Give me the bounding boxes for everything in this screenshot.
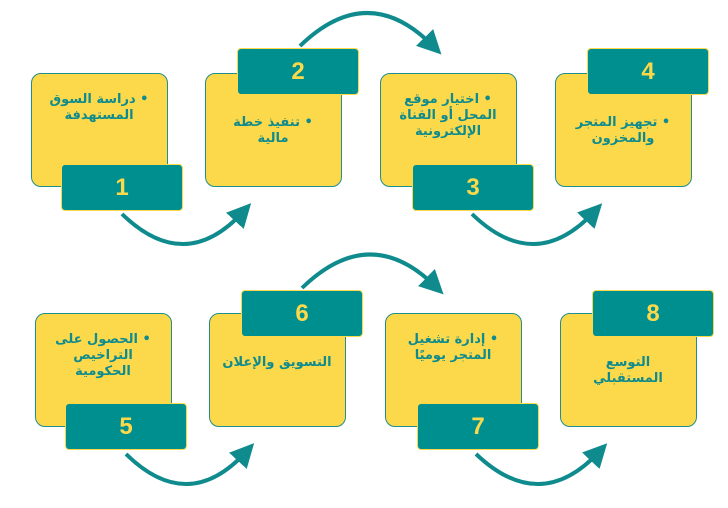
step-number-4: 4 — [587, 48, 709, 95]
step-number-2: 2 — [237, 48, 359, 95]
step-text-2: تنفيذ خطة مالية — [218, 115, 328, 147]
arrow-1-2 — [120, 203, 252, 246]
step-number-5: 5 — [65, 403, 187, 450]
arrow-2-3 — [298, 11, 442, 55]
step-text-8: التوسع المستقبلي — [593, 355, 663, 386]
arrow-6-7 — [300, 252, 444, 295]
step-text-5: الحصول على التراخيص الحكومية — [48, 332, 158, 380]
step-text-4: تجهيز المتجر والمخزون — [568, 115, 678, 147]
step-text-6: التسويق والإعلان — [222, 355, 332, 370]
step-number-6: 6 — [241, 290, 363, 337]
step-number-3: 3 — [412, 164, 534, 211]
arrow-3-4 — [470, 203, 603, 246]
arrow-5-6 — [124, 443, 255, 486]
step-number-8: 8 — [592, 290, 714, 337]
step-number-1: 1 — [61, 164, 183, 211]
step-text-1: دراسة السوق المستهدفة — [44, 92, 154, 124]
step-text-3: اختيار موقع المحل أو القناة الإلكترونية — [393, 92, 503, 140]
arrow-7-8 — [474, 443, 608, 486]
step-number-7: 7 — [417, 403, 539, 450]
step-text-7: إدارة تشغيل المتجر يوميًا — [398, 332, 508, 364]
